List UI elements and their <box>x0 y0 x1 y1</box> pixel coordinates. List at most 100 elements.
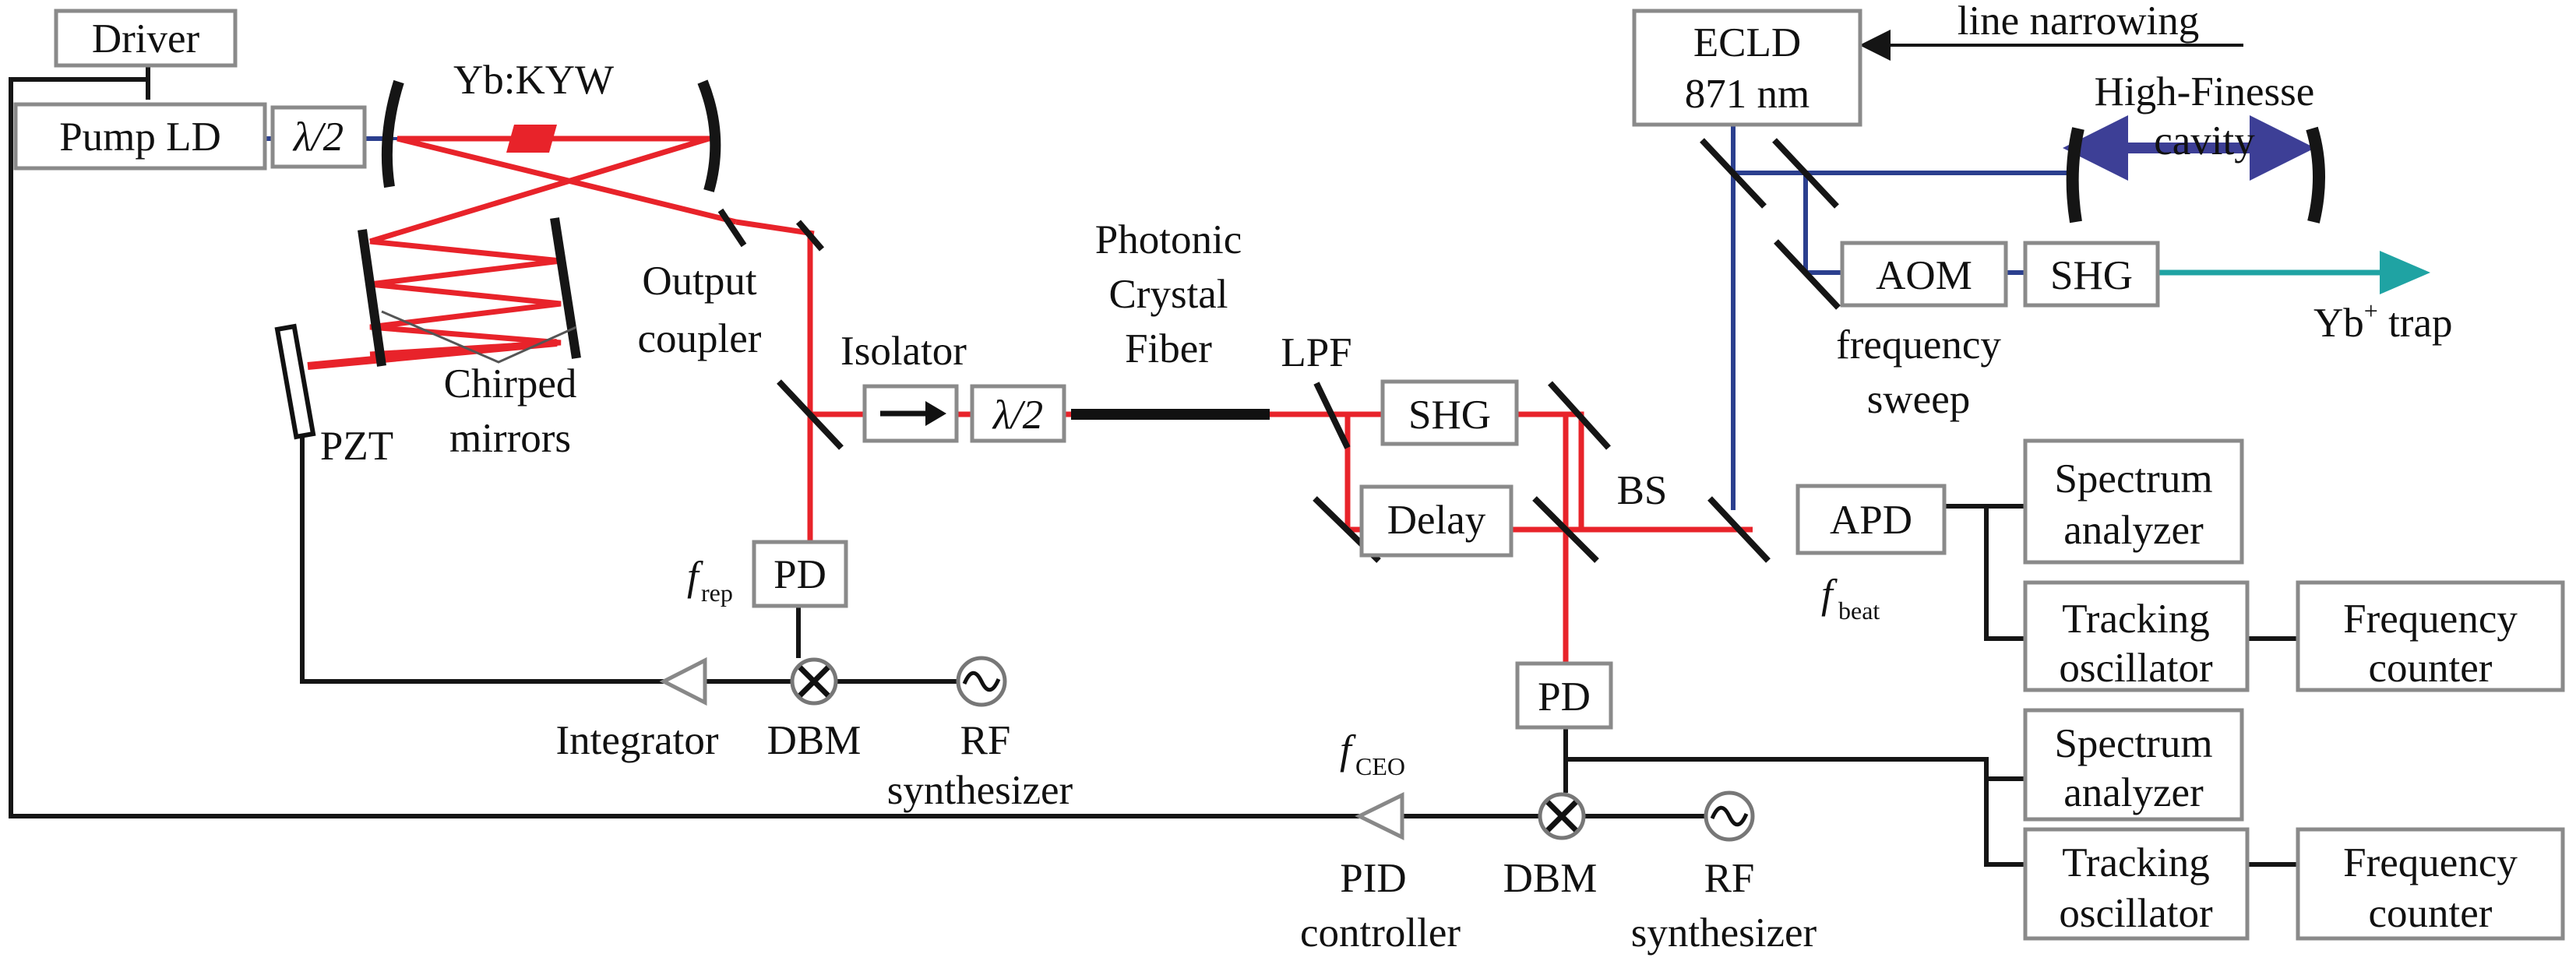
counter-2-label-2: counter <box>2369 891 2493 936</box>
chirped-mirror-2 <box>550 217 581 359</box>
bs-mirror <box>1532 496 1599 563</box>
shg-out-mirror <box>1548 381 1611 450</box>
mirrors <box>274 79 2325 563</box>
ecld-mirror-2 <box>1772 138 1839 209</box>
component-boxes <box>13 9 2565 941</box>
frequency-sweep-label-2: sweep <box>1867 377 1970 422</box>
tracking-2-box <box>2023 827 2250 941</box>
half-wave-plate-2 <box>970 384 1066 443</box>
yb-trap-label: Yb+ trap <box>2313 297 2452 346</box>
shg-yb-label: SHG <box>2050 253 2133 298</box>
spectrum-2-label-1: Spectrum <box>2054 721 2212 766</box>
pd-rep-label: PD <box>774 552 826 597</box>
hf-cavity-label-1: High-Finesse <box>2095 69 2315 114</box>
dbm-2-label: DBM <box>1503 856 1598 901</box>
delay-label: Delay <box>1387 498 1486 543</box>
spectrum-1-box <box>2023 438 2244 565</box>
pcf-label-1: Photonic <box>1095 217 1242 262</box>
pump-ld-label: Pump LD <box>59 114 221 160</box>
apd-box <box>1795 484 1947 555</box>
pd-ceo-label: PD <box>1538 674 1591 720</box>
f-rep-sub: rep <box>701 579 733 607</box>
isolator-label: Isolator <box>840 329 967 374</box>
integrator-triangle-icon <box>659 657 707 706</box>
chirped-label-1: Chirped <box>444 361 577 407</box>
spectrum-2-label-2: analyzer <box>2063 770 2204 815</box>
bs-label: BS <box>1617 468 1668 513</box>
yb-kyw-crystal <box>506 125 557 153</box>
hf-cavity-mirror-left <box>2066 127 2084 224</box>
shg-main-box <box>1380 379 1519 446</box>
output-coupler-mirror-2 <box>795 220 825 252</box>
tracking-2-label-2: oscillator <box>2059 891 2213 936</box>
counter-1-box <box>2296 580 2565 692</box>
shg-main-label: SHG <box>1408 392 1491 438</box>
rf-2-label-1: RF <box>1704 856 1755 901</box>
counter-1-label-1: Frequency <box>2343 597 2518 642</box>
spectrum-1-label-1: Spectrum <box>2054 456 2212 502</box>
pzt-label: PZT <box>320 424 393 469</box>
output-coupler-label-2: coupler <box>638 316 762 361</box>
pid-triangle-icon <box>1355 791 1404 841</box>
shg-yb-box <box>2023 241 2160 308</box>
half-wave-2-label: λ/2 <box>992 392 1043 438</box>
line-narrowing-label: line narrowing <box>1958 0 2200 44</box>
driver-label: Driver <box>92 16 200 62</box>
rf-2-label-2: synthesizer <box>1631 910 1817 956</box>
pump-ld-box <box>13 102 267 171</box>
tracking-2-label-1: Tracking <box>2062 840 2209 885</box>
photonic-crystal-fiber <box>1071 409 1270 420</box>
rf-1-label-2: synthesizer <box>887 768 1073 813</box>
aom-mirror <box>1774 239 1841 310</box>
pzt-mirror <box>274 323 316 440</box>
dbm-2-mixer-cross-icon <box>1538 792 1586 840</box>
half-wave-1-label: λ/2 <box>292 114 344 160</box>
signal-lines <box>9 30 2298 867</box>
aom-label: AOM <box>1876 253 1972 298</box>
lpf-mirror <box>1313 382 1351 449</box>
hf-cavity-label-2: cavity <box>2154 118 2255 164</box>
pcf-label-3: Fiber <box>1125 326 1212 371</box>
output-coupler-label-1: Output <box>642 259 757 304</box>
spectrum-2-box <box>2023 708 2244 822</box>
tracking-1-box <box>2023 580 2250 692</box>
ecld-box <box>1632 9 1862 127</box>
ecld-mirror-1 <box>1700 138 1767 209</box>
f-beat-sub: beat <box>1838 597 1880 625</box>
pid-label-1: PID <box>1340 856 1406 901</box>
curved-mirror-left <box>381 79 404 188</box>
tracking-1-label-1: Tracking <box>2062 597 2209 642</box>
output-coupler-mirror <box>717 208 747 248</box>
half-wave-plate-1 <box>270 105 367 169</box>
ecld-label-1: ECLD <box>1693 20 1801 65</box>
counter-1-label-2: counter <box>2369 646 2493 691</box>
rf-1-sine-wave-icon <box>956 656 1007 707</box>
delay-box <box>1359 484 1514 558</box>
pd-ceo-box <box>1515 661 1613 730</box>
integrator-label: Integrator <box>556 718 719 763</box>
frequency-sweep-label-1: frequency <box>1836 322 2001 368</box>
rf-2-sine-wave-icon <box>1704 790 1755 842</box>
rf-1-label-1: RF <box>960 718 1011 763</box>
counter-2-label-1: Frequency <box>2343 840 2518 885</box>
pid-label-2: controller <box>1300 910 1461 956</box>
counter-2-box <box>2296 827 2565 941</box>
pcf-label-2: Crystal <box>1108 272 1228 317</box>
fold-mirror <box>777 379 844 450</box>
chirped-mirror-1 <box>358 229 386 367</box>
pd-rep-box <box>752 540 848 608</box>
lpf-label: LPF <box>1281 330 1351 375</box>
chirped-callout <box>381 310 577 364</box>
f-ceo-sub: CEO <box>1355 752 1405 780</box>
f-beat-label: f <box>1821 572 1838 617</box>
yb-kyw-label: Yb:KYW <box>453 58 614 103</box>
tracking-1-label-2: oscillator <box>2059 646 2213 691</box>
aom-box <box>1840 241 2008 308</box>
f-ceo-label: f <box>1340 727 1356 773</box>
chirped-label-2: mirrors <box>449 416 571 461</box>
curved-mirror-right <box>697 79 721 192</box>
dbm-1-label: DBM <box>767 718 862 763</box>
ecld-label-2: 871 nm <box>1685 72 1810 117</box>
hf-cavity-mirror-right <box>2306 126 2325 224</box>
